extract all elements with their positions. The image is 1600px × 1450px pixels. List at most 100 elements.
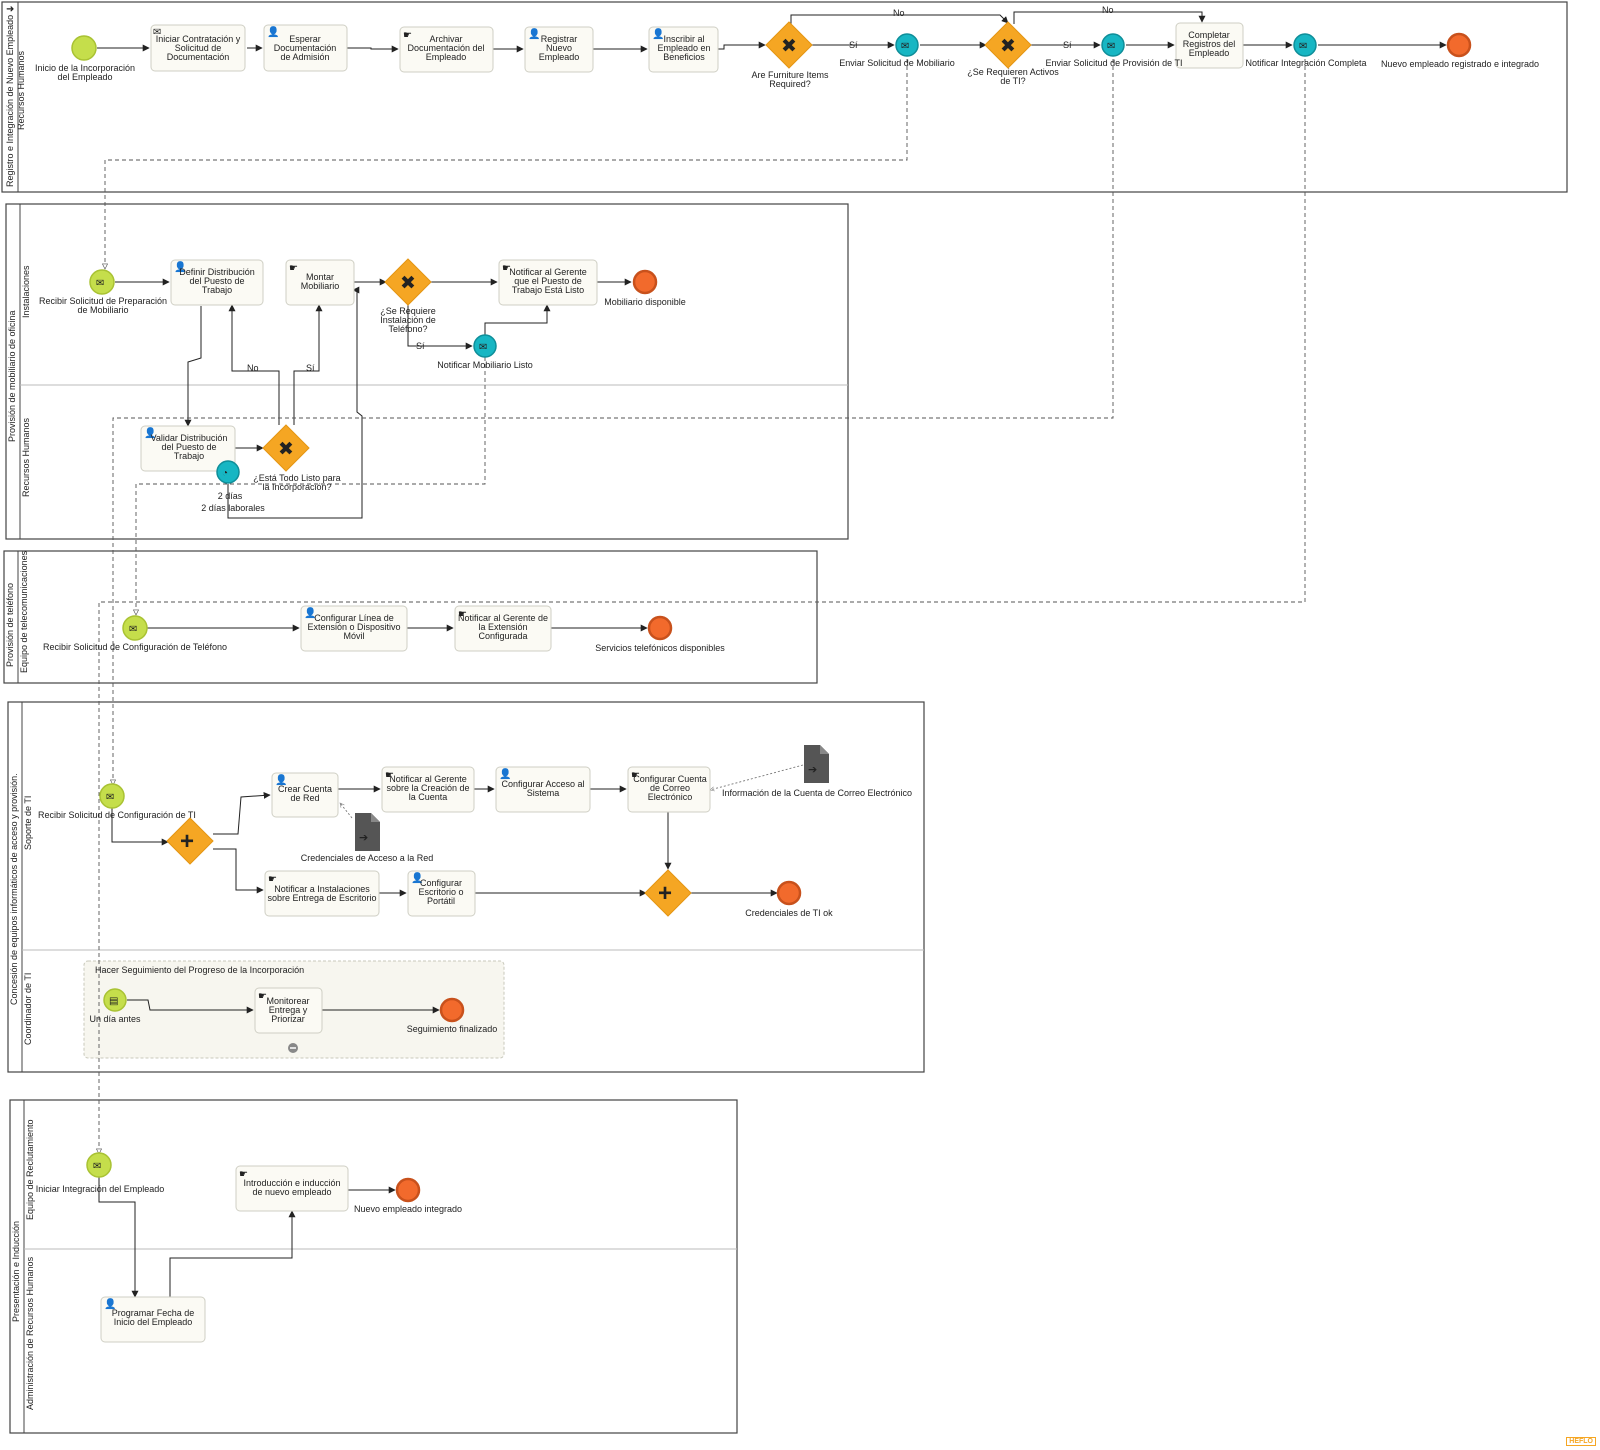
end-event[interactable]	[439, 997, 465, 1023]
envelope-icon: ✉	[901, 41, 909, 52]
exclusive-gateway[interactable]: ✖	[984, 21, 1032, 69]
timer-boundary-event[interactable]	[216, 460, 240, 484]
event-label: Credenciales de TI ok	[745, 908, 833, 918]
pool-registro: ➜ Registro e Integración de Nuevo Emplea…	[1, 1, 1568, 193]
event-label: Seguimiento finalizado	[407, 1024, 498, 1034]
lane-title: Equipo de telecomunicaciones	[19, 550, 29, 673]
message-start-event[interactable]	[99, 783, 125, 809]
event-label: Mobiliario disponible	[604, 297, 686, 307]
x-icon: ✖	[278, 439, 294, 460]
exclusive-gateway[interactable]: ✖	[384, 258, 432, 306]
task-inscribir-beneficios[interactable]: 👤 Inscribir al Empleado en Beneficios	[648, 26, 719, 73]
task-montar-mobiliario[interactable]: ☛ Montar Mobiliario	[285, 259, 355, 306]
message-throw-event[interactable]	[1293, 33, 1317, 57]
event-label: Enviar Solicitud de Provisión de TI	[1046, 58, 1183, 68]
task-label: Documentación	[167, 52, 230, 62]
event-label: Recibir Solicitud de Preparación	[39, 296, 167, 306]
message-start-event[interactable]	[122, 615, 148, 641]
task-label: Trabajo	[202, 285, 232, 295]
arrow-right-icon: ➔	[808, 764, 817, 776]
sequence-flows	[97, 11, 1447, 1298]
end-event[interactable]	[776, 880, 802, 906]
x-icon: ✖	[400, 273, 416, 294]
task-configurar-linea[interactable]: 👤 Configurar Línea de Extensión o Dispos…	[300, 605, 408, 652]
timer-start-event[interactable]	[103, 988, 127, 1012]
data-object-credentials[interactable]: ➔	[355, 813, 380, 851]
task-label: Sistema	[527, 788, 560, 798]
timer-label: 2 días	[218, 491, 243, 501]
user-icon: 👤	[144, 426, 156, 439]
hand-icon: ☛	[258, 991, 267, 1002]
flow-label-no: No	[247, 363, 259, 373]
task-configurar-acceso[interactable]: 👤 Configurar Acceso al Sistema	[495, 766, 591, 813]
task-label: del Puesto de	[161, 442, 216, 452]
event-label: Recibir Solicitud de Configuración de Te…	[43, 642, 227, 652]
exclusive-gateway[interactable]: ✖	[765, 21, 813, 69]
message-start-event[interactable]	[86, 1152, 112, 1178]
task-notificar-instalaciones[interactable]: ☛ Notificar a Instalaciones sobre Entreg…	[264, 870, 380, 917]
pool-title: Registro e Integración de Nuevo Empleado	[5, 15, 15, 187]
task-label: Portátil	[427, 896, 455, 906]
event-label: Un día antes	[89, 1014, 141, 1024]
task-programar-fecha[interactable]: 👤 Programar Fecha de Inicio del Empleado	[100, 1296, 206, 1343]
task-label: sobre Entrega de Escritorio	[267, 893, 376, 903]
pool-title: Provisión de mobiliario de oficina	[7, 310, 17, 442]
gateway-label: de TI?	[1000, 76, 1025, 86]
task-notificar-creacion-cuenta[interactable]: ☛ Notificar al Gerente sobre la Creación…	[381, 766, 475, 813]
task-label: de Correo	[650, 783, 690, 793]
parallel-gateway[interactable]: +	[644, 869, 692, 917]
user-icon: 👤	[104, 1297, 116, 1310]
event-label: Inicio de la Incorporación	[35, 63, 135, 73]
task-label: la Cuenta	[409, 792, 448, 802]
message-throw-event[interactable]	[1101, 33, 1125, 57]
lane-title: Administración de Recursos Humanos	[25, 1256, 35, 1410]
envelope-icon: ✉	[96, 278, 104, 289]
task-label: Validar Distribución	[151, 433, 228, 443]
message-throw-event[interactable]	[895, 33, 919, 57]
task-label: Trabajo Está Listo	[512, 285, 584, 295]
exclusive-gateway[interactable]: ✖	[262, 424, 310, 472]
task-notificar-extension[interactable]: ☛ Notificar al Gerente de la Extensión C…	[454, 605, 552, 652]
task-iniciar-contratacion[interactable]: ✉ Iniciar Contratación y Solicitud de Do…	[150, 24, 246, 72]
data-object-email-info[interactable]: ➔	[804, 745, 829, 783]
collapse-icon[interactable]: ➜	[6, 4, 14, 15]
end-event[interactable]	[395, 1177, 421, 1203]
pool-ti: Concesión de equipos informáticos de acc…	[7, 701, 925, 1073]
pool-telefono: Provisión de teléfono Equipo de telecomu…	[3, 550, 818, 684]
task-label: sobre la Creación de	[386, 783, 469, 793]
gateway-label: ¿Está Todo Listo para	[253, 473, 340, 483]
pool-presentacion: Presentación e Inducción Equipo de Reclu…	[9, 1099, 738, 1434]
flow-label-no: No	[1102, 5, 1114, 15]
task-label: Configurada	[478, 631, 527, 641]
task-validar-distribucion[interactable]: 👤 Validar Distribución del Puesto de Tra…	[140, 425, 236, 472]
end-event[interactable]	[1446, 32, 1472, 58]
end-event[interactable]	[647, 615, 673, 641]
gateway-label: Are Furniture Items	[751, 70, 829, 80]
user-icon: 👤	[499, 767, 511, 780]
task-archivar-documentacion[interactable]: ☛ Archivar Documentación del Empleado	[399, 26, 494, 73]
task-esperar-documentacion[interactable]: 👤 Esperar Documentación de Admisión	[263, 24, 348, 72]
task-registrar-nuevo-empleado[interactable]: 👤 Registrar Nuevo Empleado	[524, 26, 594, 73]
task-monitorear-entrega[interactable]: ☛ Monitorear Entrega y Priorizar	[254, 987, 323, 1034]
task-notificar-gerente-puesto[interactable]: ☛ Notificar al Gerente que el Puesto de …	[498, 259, 598, 306]
message-throw-event[interactable]	[473, 334, 497, 358]
event-label: Enviar Solicitud de Mobiliario	[839, 58, 955, 68]
arrow-right-icon: ➔	[359, 832, 368, 844]
task-label: Electrónico	[648, 792, 693, 802]
task-label: Solicitud de	[175, 43, 222, 53]
task-completar-registros[interactable]: Completar Registros del Empleado	[1175, 22, 1244, 69]
task-definir-distribucion[interactable]: 👤 Definir Distribución del Puesto de Tra…	[170, 259, 264, 306]
end-event[interactable]	[632, 269, 658, 295]
task-configurar-escritorio[interactable]: 👤 Configurar Escritorio o Portátil	[407, 870, 476, 917]
start-event[interactable]	[71, 35, 97, 61]
task-configurar-correo[interactable]: ☛ Configurar Cuenta de Correo Electrónic…	[627, 766, 711, 813]
message-start-event[interactable]	[89, 269, 115, 295]
task-crear-cuenta-red[interactable]: 👤 Crear Cuenta de Red	[271, 772, 339, 818]
hand-icon: ☛	[502, 263, 511, 274]
parallel-gateway[interactable]: +	[166, 817, 214, 865]
task-label: Registros del	[1183, 39, 1236, 49]
schedule-icon: ▤	[109, 996, 118, 1007]
task-label: Notificar al Gerente	[389, 774, 467, 784]
task-introduccion-induccion[interactable]: ☛ Introducción e inducción de nuevo empl…	[235, 1165, 349, 1212]
lane-title: Coordinador de TI	[23, 973, 33, 1045]
